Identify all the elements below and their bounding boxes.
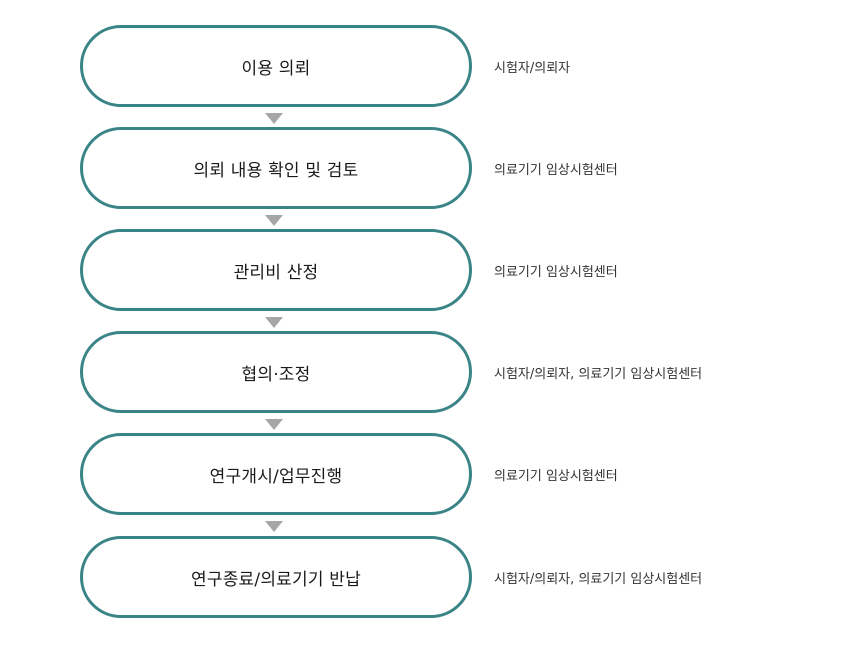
down-triangle-arrow-icon — [265, 317, 283, 328]
step-2-actor: 의료기기 임상시험센터 — [494, 162, 618, 178]
step-3-box: 관리비 산정 — [80, 229, 472, 311]
step-1-label: 이용 의뢰 — [241, 58, 311, 79]
step-4-box: 협의·조정 — [80, 331, 472, 413]
step-4-label: 협의·조정 — [241, 364, 311, 385]
down-triangle-arrow-icon — [265, 215, 283, 226]
step-6-actor: 시험자/의뢰자, 의료기기 임상시험센터 — [494, 571, 703, 587]
step-2-label: 의뢰 내용 확인 및 검토 — [193, 160, 359, 181]
step-5-label: 연구개시/업무진행 — [209, 466, 343, 487]
step-1-actor: 시험자/의뢰자 — [494, 60, 571, 76]
step-3-actor: 의료기기 임상시험센터 — [494, 264, 618, 280]
down-triangle-arrow-icon — [265, 113, 283, 124]
down-triangle-arrow-icon — [265, 521, 283, 532]
step-4-actor: 시험자/의뢰자, 의료기기 임상시험센터 — [494, 366, 703, 382]
step-6-box: 연구종료/의료기기 반납 — [80, 536, 472, 618]
step-1-box: 이용 의뢰 — [80, 25, 472, 107]
step-5-box: 연구개시/업무진행 — [80, 433, 472, 515]
step-2-box: 의뢰 내용 확인 및 검토 — [80, 127, 472, 209]
step-6-label: 연구종료/의료기기 반납 — [191, 569, 361, 590]
step-5-actor: 의료기기 임상시험센터 — [494, 468, 618, 484]
down-triangle-arrow-icon — [265, 419, 283, 430]
step-3-label: 관리비 산정 — [233, 262, 319, 283]
